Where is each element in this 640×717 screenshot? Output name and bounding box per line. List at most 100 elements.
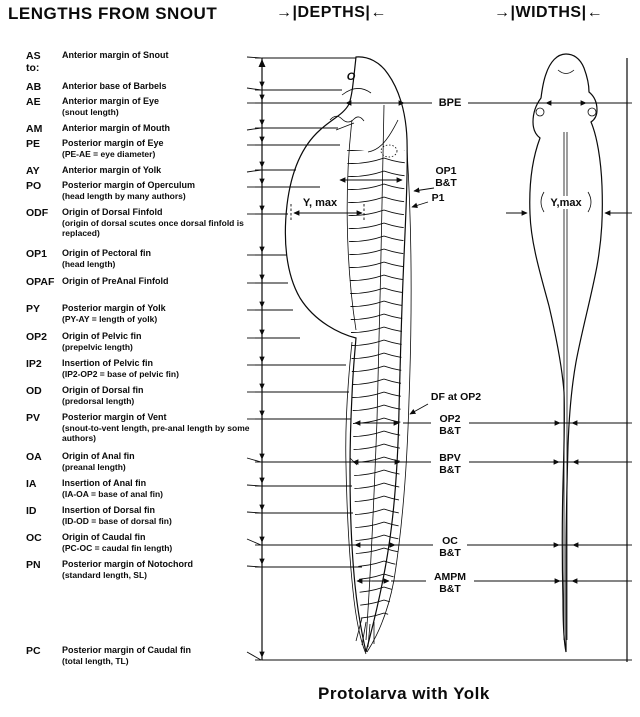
definition-row-ay: AY Anterior margin of Yolk (26, 165, 252, 177)
arrow-into-bar-icon: →| (276, 4, 298, 21)
definition-note: (PY-AY = length of yolk) (62, 313, 158, 324)
oc-bt-label: B&T (439, 547, 461, 559)
lateral-view-larva (284, 56, 412, 655)
definition-abbr: AY (26, 165, 40, 177)
definition-note: (snout-to-vent length, pre-anal length b… (62, 422, 250, 443)
bar-arrow-icon: |← (365, 4, 387, 21)
arrow-into-bar-icon: →| (494, 4, 516, 21)
figure-title: LENGTHS FROM SNOUT (8, 4, 218, 23)
caudal-fin-rays (355, 617, 375, 648)
figure-caption: Protolarva with Yolk (318, 684, 490, 703)
definition-name: Origin of Pectoral fin (62, 248, 152, 258)
definition-abbr: PN (26, 559, 41, 571)
definition-note: (preanal length) (62, 461, 126, 472)
definition-name: Origin of Dorsal fin (62, 385, 144, 395)
myomere-pattern (347, 150, 405, 560)
definition-name: Posterior margin of Yolk (62, 303, 166, 313)
right-pectoral-mark (587, 191, 592, 213)
definition-note: (prepelvic length) (62, 341, 133, 352)
definition-name: Insertion of Dorsal fin (62, 505, 156, 515)
depths-header: →|DEPTHS|← (276, 4, 387, 22)
ampm-label: AMPM (434, 571, 466, 583)
definition-abbr: AB (26, 81, 42, 93)
definition-row-ab: AB Anterior base of Barbels (26, 81, 252, 93)
definition-abbr: OA (26, 451, 42, 463)
definition-name: Anterior margin of Snout (62, 50, 169, 60)
definition-note: (head length by many authors) (62, 190, 186, 201)
snout-angle-label: O (347, 71, 356, 83)
definition-abbr: ID (26, 505, 37, 517)
definition-row-ip2: IP2 Insertion of Pelvic fin(IP2-OP2 = ba… (26, 358, 252, 379)
definition-row-ae: AE Anterior margin of Eye(snout length) (26, 96, 252, 117)
definition-abbr: OP2 (26, 331, 48, 343)
definition-name: Insertion of Pelvic fin (62, 358, 154, 368)
df-at-op2-label: DF at OP2 (431, 391, 481, 403)
definition-row-pe: PE Posterior margin of Eye(PE-AE = eye d… (26, 138, 252, 159)
widths-header: →|WIDTHS|← (494, 4, 603, 22)
definition-abbr-suffix: to: (26, 62, 40, 75)
definition-abbr: IP2 (26, 358, 42, 370)
definition-name: Posterior margin of Eye (62, 138, 164, 148)
definition-note: (PC-OC = caudal fin length) (62, 542, 173, 553)
definition-row-pv: PV Posterior margin of Vent(snout-to-ven… (26, 412, 252, 443)
definition-row-po: PO Posterior margin of Operculum(head le… (26, 180, 252, 201)
definition-row-od: OD Origin of Dorsal fin(predorsal length… (26, 385, 252, 406)
depth-width-arrows (290, 100, 626, 584)
right-eye (587, 107, 597, 117)
definition-name: Posterior margin of Notochord (62, 559, 194, 569)
left-eye (535, 107, 545, 117)
definition-note: (IA-OA = base of anal fin) (62, 488, 163, 499)
definition-name: Origin of Anal fin (62, 451, 135, 461)
definition-abbr: OP1 (26, 248, 48, 260)
definition-abbr: AS (26, 50, 41, 62)
bpv-label: BPV (439, 452, 461, 464)
definition-name: Origin of Pelvic fin (62, 331, 142, 341)
op2-bt-label: B&T (439, 425, 461, 437)
definition-name: Origin of Caudal fin (62, 532, 146, 542)
definition-note: (ID-OD = base of dorsal fin) (62, 515, 172, 526)
definition-leader-lines (246, 56, 262, 661)
definition-row-odf: ODF Origin of Dorsal Finfold(origin of d… (26, 207, 252, 238)
definition-abbr: PY (26, 303, 41, 315)
width-measurement-axis (622, 58, 632, 662)
mouth-barbels (329, 115, 365, 131)
dorsal-snout-line (557, 69, 575, 74)
oc-label: OC (442, 535, 458, 547)
depths-label: DEPTHS (297, 4, 366, 21)
definition-abbr: IA (26, 478, 37, 490)
definition-name: Anterior margin of Yolk (62, 165, 162, 175)
definition-note: (head length) (62, 258, 116, 269)
op2-label: OP2 (439, 413, 460, 425)
bpe-label: BPE (439, 97, 462, 109)
definition-abbr: PC (26, 645, 41, 657)
definition-row-pn: PN Posterior margin of Notochord(standar… (26, 559, 252, 580)
definition-name: Insertion of Anal fin (62, 478, 147, 488)
length-measurement-axis (255, 57, 269, 661)
definition-row-py: PY Posterior margin of Yolk(PY-AY = leng… (26, 303, 252, 324)
bpv-bt-label: B&T (439, 464, 461, 476)
definition-name: Origin of PreAnal Finfold (62, 276, 169, 286)
ymax-lateral-label: Y, max (303, 197, 338, 209)
definition-abbr: PE (26, 138, 41, 150)
definition-abbr: OC (26, 532, 42, 544)
ymax-dorsal-label: Y,max (550, 197, 582, 209)
lateral-body-outline (284, 56, 408, 653)
definition-note: (snout length) (62, 106, 119, 117)
otic-capsule (380, 144, 398, 158)
definition-abbr: OPAF (26, 276, 55, 288)
definition-note: (standard length, SL) (62, 569, 147, 580)
definition-name: Posterior margin of Caudal fin (62, 645, 192, 655)
bar-arrow-icon: |← (581, 4, 604, 21)
op1-label: OP1 (435, 165, 456, 177)
definition-abbr: AE (26, 96, 41, 108)
dorsal-body-outline (529, 53, 603, 653)
definition-name: Anterior margin of Eye (62, 96, 160, 106)
definition-row-am: AM Anterior margin of Mouth (26, 123, 252, 135)
definition-row-ia: IA Insertion of Anal fin(IA-OA = base of… (26, 478, 252, 499)
definition-abbr: ODF (26, 207, 49, 219)
definition-note: (PE-AE = eye diameter) (62, 148, 156, 159)
p1-label: P1 (432, 192, 445, 204)
